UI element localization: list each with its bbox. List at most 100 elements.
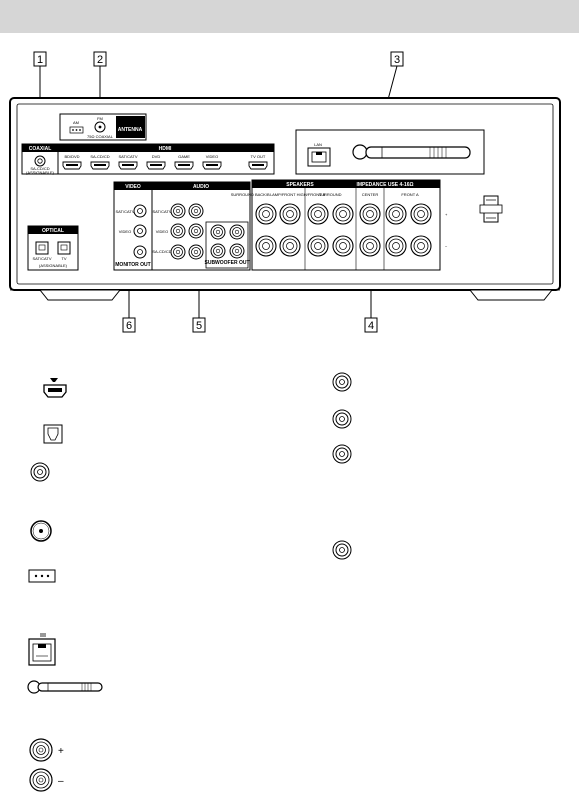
svg-text:SUBWOOFER OUT: SUBWOOFER OUT	[205, 260, 250, 266]
svg-text:LAN: LAN	[314, 142, 322, 147]
rca-jack-icon	[332, 444, 352, 464]
svg-text:FM: FM	[97, 116, 103, 121]
svg-text:IMPEDANCE USE 4-16Ω: IMPEDANCE USE 4-16Ω	[356, 182, 413, 188]
lan-wifi-block: LAN	[295, 129, 485, 175]
svg-text:SURROUND BACK/BI-AMP/FRONT HIG: SURROUND BACK/BI-AMP/FRONT HIGH/FRONT B	[231, 192, 326, 197]
svg-text:VIDEO: VIDEO	[156, 229, 168, 234]
coaxial-digital-jack-icon	[30, 462, 50, 482]
callout-1: 1	[33, 51, 47, 67]
svg-text:FRONT A: FRONT A	[401, 192, 419, 197]
speaker-terminal	[255, 203, 277, 225]
rca-jack	[170, 223, 186, 239]
rca-jack-icon	[332, 409, 352, 429]
rca-jack-icon	[332, 372, 352, 392]
rca-jack	[170, 203, 186, 219]
svg-text:MONITOR OUT: MONITOR OUT	[115, 262, 150, 268]
svg-text:3: 3	[394, 54, 400, 66]
svg-text:SPEAKERS: SPEAKERS	[286, 182, 314, 188]
svg-text:−: −	[445, 244, 448, 249]
coaxial-block: COAXIAL SA-CD/CD (ASSIGNABLE)	[21, 143, 59, 175]
speaker-terminal	[307, 235, 329, 257]
svg-text:75Ω COAXIAL: 75Ω COAXIAL	[87, 134, 114, 139]
audio-block: AUDIO SAT/CATV VIDEO SA-CD/CD SUBWOOFER …	[151, 181, 251, 271]
svg-text:VIDEO: VIDEO	[125, 184, 141, 190]
svg-text:CENTER: CENTER	[362, 192, 379, 197]
svg-text:SAT/CATV: SAT/CATV	[33, 256, 52, 261]
rca-jack	[229, 224, 245, 240]
hdmi-port: GAME	[174, 154, 194, 170]
rca-jack	[188, 244, 204, 260]
hdmi-port: SA-CD/CD	[90, 154, 110, 170]
hdmi-port: SAT/CATV	[119, 154, 138, 170]
speaker-terminal-plus-icon: +	[29, 738, 64, 762]
plus-label: +	[58, 746, 64, 757]
hdmi-port-label: SAT/CATV	[119, 154, 138, 159]
speaker-terminal	[359, 235, 381, 257]
hdmi-port: TV OUT	[248, 154, 268, 170]
svg-text:VIDEO: VIDEO	[119, 229, 131, 234]
svg-text:2: 2	[97, 54, 103, 66]
svg-text:AM: AM	[73, 120, 79, 125]
svg-text:SAT/CATV: SAT/CATV	[116, 209, 135, 214]
rca-jack	[210, 243, 226, 259]
svg-text:6: 6	[126, 320, 132, 332]
svg-text:HDMI: HDMI	[159, 146, 172, 152]
speaker-terminal	[255, 235, 277, 257]
hdmi-port-label: GAME	[178, 154, 190, 159]
svg-text:OPTICAL: OPTICAL	[42, 228, 64, 234]
callout-6: 6	[122, 317, 136, 333]
optical-port-icon	[43, 424, 63, 444]
minus-label: –	[58, 776, 64, 787]
svg-text:1: 1	[37, 54, 43, 66]
hdmi-port: BD/DVD	[62, 154, 82, 170]
speaker-terminal	[359, 203, 381, 225]
rca-jack	[188, 203, 204, 219]
svg-text:(ASSIGNABLE): (ASSIGNABLE)	[39, 263, 68, 268]
optical-block: OPTICAL SAT/CATV TV (ASSIGNABLE)	[27, 225, 79, 271]
svg-text:ANTENNA: ANTENNA	[118, 127, 143, 133]
speaker-terminal	[279, 203, 301, 225]
speaker-terminal	[332, 235, 354, 257]
rca-jack-icon	[332, 540, 352, 560]
svg-text:(ASSIGNABLE): (ASSIGNABLE)	[26, 170, 55, 175]
hdmi-port-label: SA-CD/CD	[90, 154, 109, 159]
speaker-terminal	[307, 203, 329, 225]
hdmi-port: VIDEO	[202, 154, 222, 170]
rca-jack	[188, 223, 204, 239]
hdmi-port-label: VIDEO	[206, 154, 218, 159]
speaker-terminal	[410, 203, 432, 225]
hdmi-port-label: DVD	[152, 154, 161, 159]
rca-jack	[229, 243, 245, 259]
svg-text:SA-CD/CD: SA-CD/CD	[30, 166, 49, 171]
callout-4: 4	[364, 317, 378, 333]
lan-port-icon	[28, 633, 56, 666]
speaker-terminal	[385, 203, 407, 225]
hdmi-port-label: TV OUT	[251, 154, 266, 159]
speaker-terminal-minus-icon: –	[29, 768, 64, 792]
svg-text:5: 5	[196, 320, 202, 332]
wireless-antenna-icon	[27, 680, 103, 694]
svg-text:4: 4	[368, 320, 374, 332]
hdmi-block: HDMI BD/DVD SA-CD/CD SAT/CATV DVD GAME VIDEO T…	[57, 143, 275, 175]
hdmi-port: DVD	[146, 154, 166, 170]
rca-jack	[170, 244, 186, 260]
speaker-terminal	[385, 235, 407, 257]
fm-antenna-jack-icon	[30, 520, 52, 542]
svg-text:COAXIAL: COAXIAL	[29, 146, 52, 152]
speaker-terminal	[279, 235, 301, 257]
callout-2: 2	[93, 51, 107, 67]
speaker-terminal	[410, 235, 432, 257]
svg-text:SA-CD/CD: SA-CD/CD	[152, 249, 171, 254]
power-cord-clamp	[479, 195, 503, 223]
section-header-bar	[0, 0, 579, 33]
svg-text:TV: TV	[61, 256, 66, 261]
callout-5: 5	[192, 317, 206, 333]
antenna-block: ANTENNA AM FM 75Ω COAXIAL	[59, 113, 147, 141]
speaker-terminal	[332, 203, 354, 225]
callout-3: 3	[390, 51, 404, 67]
svg-text:AUDIO: AUDIO	[193, 184, 209, 190]
svg-text:SURROUND: SURROUND	[318, 192, 341, 197]
svg-text:+: +	[445, 212, 448, 217]
hdmi-port-label: BD/DVD	[64, 154, 79, 159]
